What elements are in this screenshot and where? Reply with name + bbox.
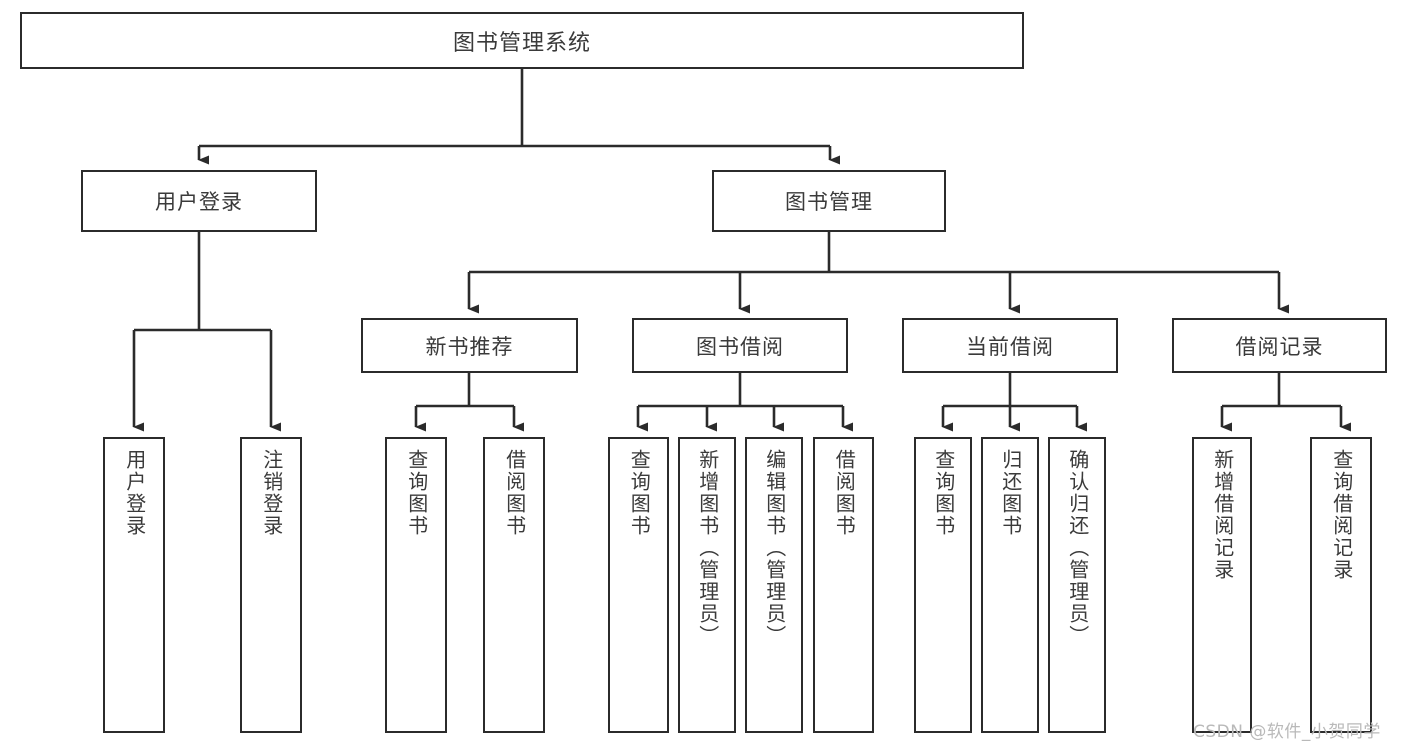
node-book-manage[interactable]: 图书管理: [712, 170, 946, 232]
node-borrow-record[interactable]: 借阅记录: [1172, 318, 1387, 373]
node-new-book-recommend[interactable]: 新书推荐: [361, 318, 578, 373]
leaf-node-query-borrow-record-label: 查询借阅记录: [1329, 449, 1354, 581]
node-root-label: 图书管理系统: [452, 30, 591, 56]
node-book-borrow[interactable]: 图书借阅: [632, 318, 848, 373]
leaf-node-user-logout-label: 注销登录: [259, 449, 284, 537]
leaf-node-add-borrow-record[interactable]: 新增借阅记录: [1192, 437, 1252, 733]
node-current-borrow[interactable]: 当前借阅: [902, 318, 1118, 373]
node-book-manage-label: 图书管理: [785, 190, 873, 214]
leaf-node-confirm-return-admin[interactable]: 确认归还（管理员）: [1048, 437, 1106, 733]
leaf-node-borrow-book[interactable]: 借阅图书: [813, 437, 874, 733]
leaf-node-user-login-label: 用户登录: [122, 449, 147, 537]
leaf-node-borrow-book-label: 借阅图书: [832, 449, 857, 537]
leaf-node-query-book-borrow[interactable]: 查询图书: [608, 437, 669, 733]
leaf-node-borrow-book-recommend-label: 借阅图书: [502, 449, 527, 537]
leaf-node-query-book-recommend-label: 查询图书: [404, 449, 429, 537]
leaf-node-query-borrow-record[interactable]: 查询借阅记录: [1310, 437, 1372, 733]
leaf-node-add-borrow-record-label: 新增借阅记录: [1210, 449, 1235, 581]
leaf-node-query-book-recommend[interactable]: 查询图书: [385, 437, 447, 733]
node-book-borrow-label: 图书借阅: [696, 334, 784, 359]
node-user-login-label: 用户登录: [155, 190, 243, 214]
leaf-node-edit-book-admin[interactable]: 编辑图书（管理员）: [745, 437, 803, 733]
node-borrow-record-label: 借阅记录: [1235, 334, 1324, 359]
leaf-node-query-book-borrow-label: 查询图书: [627, 449, 652, 537]
leaf-node-edit-book-admin-label: 编辑图书（管理员）: [762, 449, 787, 647]
node-current-borrow-label: 当前借阅: [966, 334, 1054, 359]
leaf-node-confirm-return-admin-label: 确认归还（管理员）: [1065, 449, 1090, 647]
csdn-watermark: CSDN @软件_小贺同学: [1193, 722, 1381, 742]
leaf-node-add-book-admin[interactable]: 新增图书（管理员）: [678, 437, 736, 733]
leaf-node-user-login[interactable]: 用户登录: [103, 437, 165, 733]
node-user-login[interactable]: 用户登录: [81, 170, 317, 232]
leaf-node-user-logout[interactable]: 注销登录: [240, 437, 302, 733]
node-new-book-recommend-label: 新书推荐: [425, 334, 514, 359]
leaf-node-query-book-current-label: 查询图书: [931, 449, 956, 537]
leaf-node-add-book-admin-label: 新增图书（管理员）: [695, 449, 720, 647]
leaf-node-borrow-book-recommend[interactable]: 借阅图书: [483, 437, 545, 733]
leaf-node-return-book[interactable]: 归还图书: [981, 437, 1039, 733]
leaf-node-query-book-current[interactable]: 查询图书: [914, 437, 972, 733]
node-root-book-management-system[interactable]: 图书管理系统: [20, 12, 1024, 69]
leaf-node-return-book-label: 归还图书: [998, 449, 1023, 537]
